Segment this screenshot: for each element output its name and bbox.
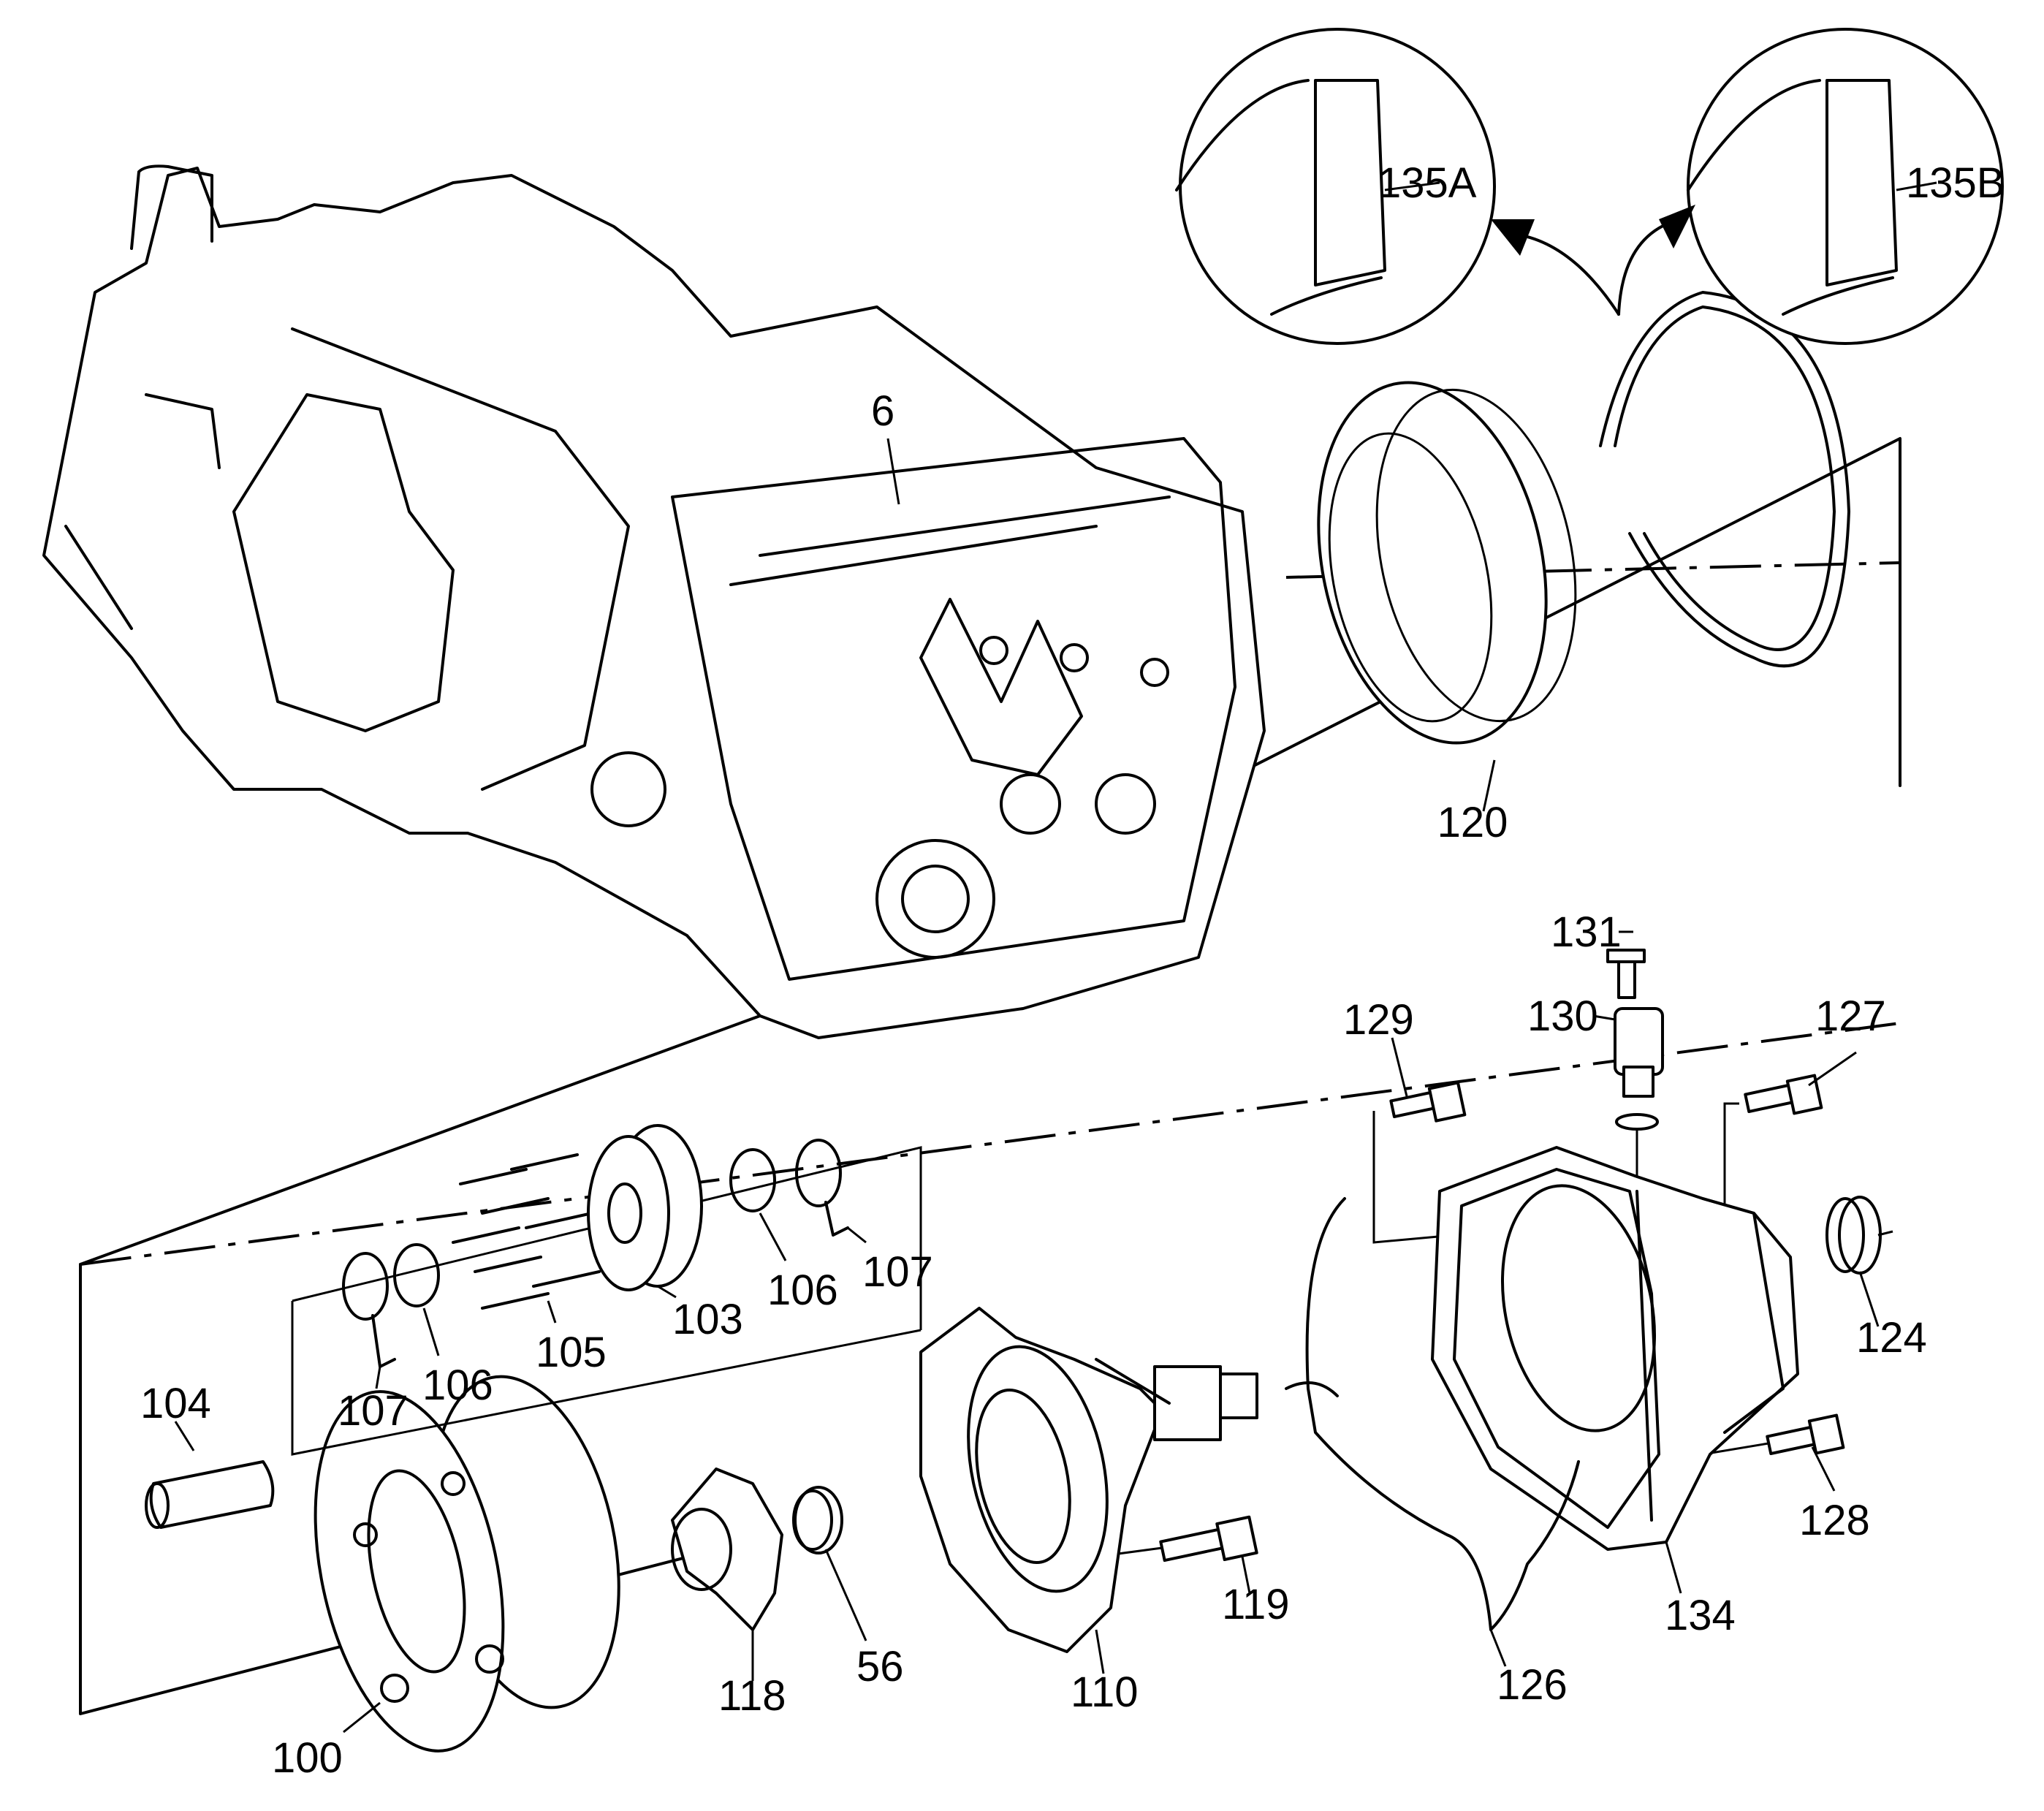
gasket-126 [1285,1197,1580,1631]
label-105: 105 [536,1329,607,1376]
label-127: 127 [1815,992,1886,1040]
label-128: 128 [1799,1497,1870,1544]
side-gear-118 [671,1468,783,1631]
extension-housing-134 [1431,1146,1893,1551]
label-6: 6 [871,387,894,435]
leader-lines [174,438,1880,1734]
pinion-parts-box [291,1146,922,1456]
label-110: 110 [1071,1668,1138,1716]
thrust-washer-107-right [795,1139,849,1237]
pinion-gear-103 [587,1124,703,1291]
callout-labels: 6 120 135A 135B 131 130 129 127 124 128 … [140,159,2005,1782]
label-103: 103 [672,1296,743,1343]
arrow-to-135A [1491,219,1620,316]
label-131: 131 [1551,908,1622,956]
label-100: 100 [272,1734,343,1782]
label-120: 120 [1437,799,1508,846]
label-56: 56 [856,1643,904,1690]
label-118: 118 [718,1672,786,1720]
label-135A: 135A [1378,159,1477,207]
transmission-case [42,164,1266,1039]
pin-104 [145,1460,275,1529]
detail-circle-135B [1687,28,2004,345]
label-134: 134 [1665,1592,1736,1639]
carrier-110 [919,1307,1258,1653]
label-107-left: 107 [338,1387,409,1435]
detail-circle-135A [1175,28,1496,345]
label-124: 124 [1856,1314,1927,1362]
washer-106-left [393,1243,440,1307]
bolt-119 [1095,1515,1258,1563]
snap-ring-135 [1599,291,1850,668]
label-107-right: 107 [862,1248,933,1296]
label-106-right: 106 [767,1267,838,1314]
speed-sensor-130 [1606,949,1664,1213]
label-119: 119 [1222,1581,1289,1628]
label-106-left: 106 [422,1362,493,1409]
snap-ring-56 [792,1486,843,1554]
thrust-washer-107-left [342,1252,396,1368]
label-129: 129 [1343,996,1414,1044]
label-126: 126 [1497,1661,1568,1709]
label-130: 130 [1527,992,1598,1040]
bolt-127 [1723,1074,1823,1279]
bolt-128 [1680,1413,1845,1459]
washer-106-right [729,1148,776,1212]
arrow-to-135B [1617,205,1695,316]
planet-carrier-100 [314,1375,620,1753]
ring-gear-120 [1317,381,1577,745]
needle-bearings-105 [452,1153,601,1310]
label-104: 104 [140,1380,211,1427]
label-135B: 135B [1906,159,2005,207]
bolt-129 [1372,1081,1467,1244]
